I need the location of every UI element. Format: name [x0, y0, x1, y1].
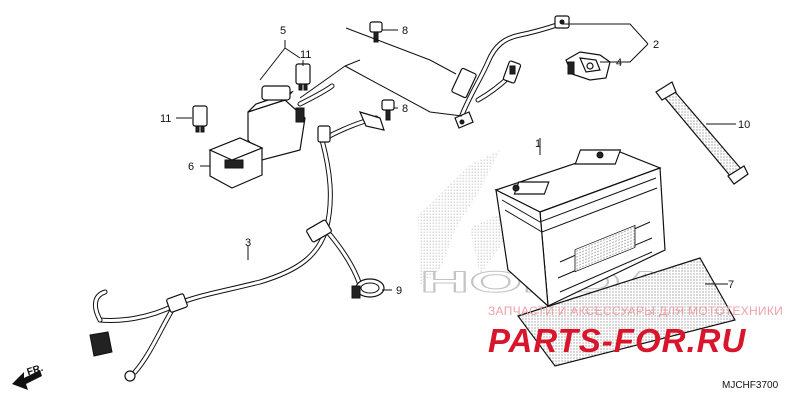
- part-9-cable-tie: [351, 278, 385, 299]
- callout-4: 4: [616, 57, 622, 69]
- callout-9: 9: [396, 285, 402, 297]
- callout-5: 5: [280, 25, 286, 37]
- callout-11-left: 11: [160, 113, 171, 125]
- front-arrow-icon: [12, 370, 42, 390]
- watermark-caption: ЗАПЧАСТИ И АКСЕССУАРЫ ДЛЯ МОТОТЕХНИКИ: [488, 304, 784, 318]
- part-5-relay: [247, 83, 335, 161]
- part-1-battery: [494, 149, 666, 308]
- part-4-terminal: [565, 51, 611, 81]
- callout-1: 1: [535, 138, 541, 150]
- diagram-code: MJCHF3700: [722, 380, 779, 391]
- part-10-strap: [655, 81, 749, 185]
- part-8-bolts: [369, 21, 395, 121]
- leader-lines: [176, 23, 736, 291]
- callout-8-top: 8: [402, 25, 408, 37]
- callout-labels: 1 2 3 4 5 6 7 8 8 9 10 11 11: [160, 25, 750, 297]
- callout-10: 10: [738, 119, 750, 131]
- part-3-harness: [89, 111, 385, 382]
- part-11-fuses: [192, 63, 311, 133]
- part-2-cable: [451, 15, 570, 129]
- part-7-pad: [517, 257, 736, 367]
- watermark-brand: PARTS-FOR.RU: [488, 322, 747, 359]
- callout-2: 2: [653, 39, 659, 51]
- callout-11-top: 11: [300, 49, 311, 61]
- callout-8-mid: 8: [402, 103, 408, 115]
- callout-7: 7: [728, 279, 734, 291]
- part-6-fusebox: [208, 137, 264, 189]
- callout-6: 6: [188, 161, 194, 173]
- callout-3: 3: [245, 237, 251, 249]
